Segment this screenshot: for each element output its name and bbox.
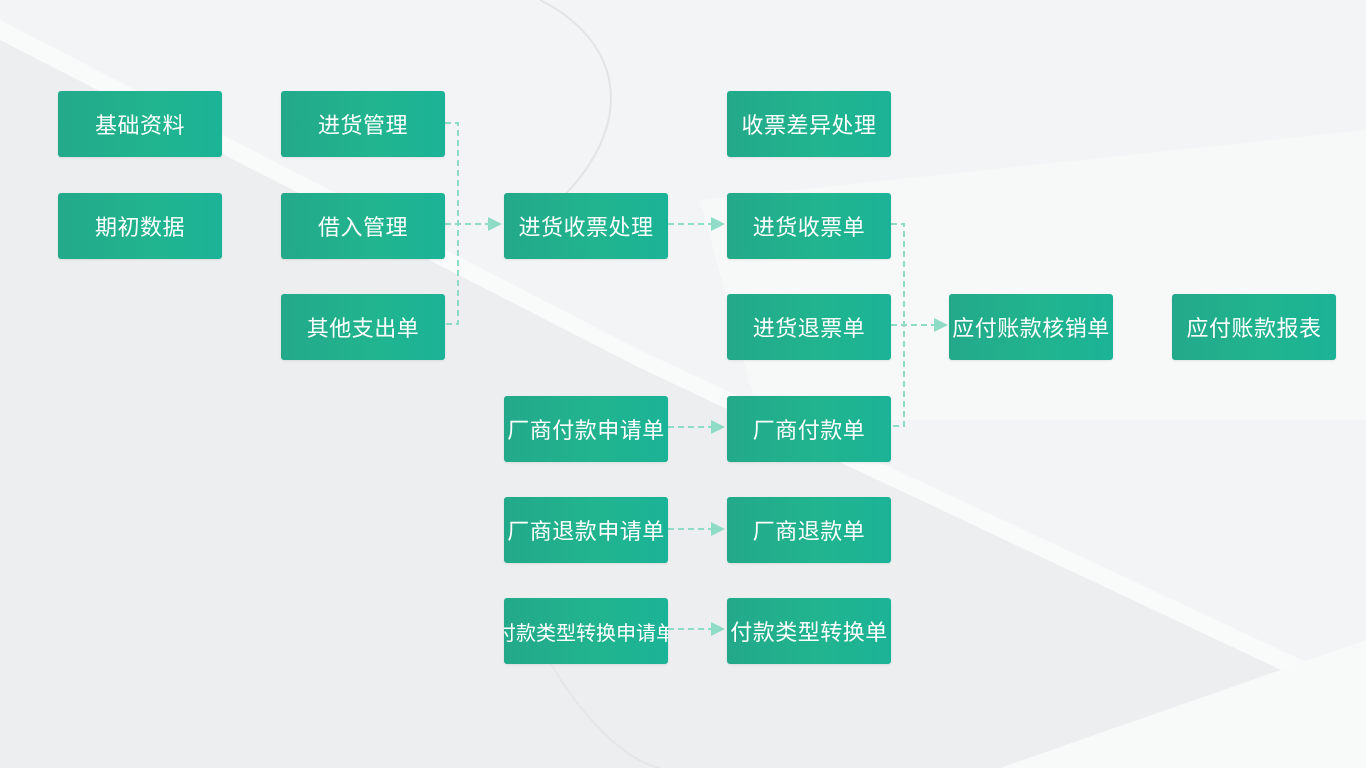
node-purchase-invoice-processing[interactable]: 进货收票处理 bbox=[504, 193, 668, 259]
node-ap-writeoff[interactable]: 应付账款核销单 bbox=[949, 294, 1113, 360]
node-invoice-difference-processing[interactable]: 收票差异处理 bbox=[727, 91, 891, 157]
node-purchase-return-invoice[interactable]: 进货退票单 bbox=[727, 294, 891, 360]
node-vendor-refund[interactable]: 厂商退款单 bbox=[727, 497, 891, 563]
node-borrow-management[interactable]: 借入管理 bbox=[281, 193, 445, 259]
node-other-expense[interactable]: 其他支出单 bbox=[281, 294, 445, 360]
node-initial-data[interactable]: 期初数据 bbox=[58, 193, 222, 259]
node-purchase-invoice[interactable]: 进货收票单 bbox=[727, 193, 891, 259]
node-payment-type-conversion[interactable]: 付款类型转换单 bbox=[727, 598, 891, 664]
node-vendor-payment-request[interactable]: 厂商付款申请单 bbox=[504, 396, 668, 462]
node-ap-report[interactable]: 应付账款报表 bbox=[1172, 294, 1336, 360]
node-basic-data[interactable]: 基础资料 bbox=[58, 91, 222, 157]
node-vendor-refund-request[interactable]: 厂商退款申请单 bbox=[504, 497, 668, 563]
node-purchase-management[interactable]: 进货管理 bbox=[281, 91, 445, 157]
node-vendor-payment[interactable]: 厂商付款单 bbox=[727, 396, 891, 462]
node-payment-type-conversion-request[interactable]: 付款类型转换申请单 bbox=[504, 598, 668, 664]
